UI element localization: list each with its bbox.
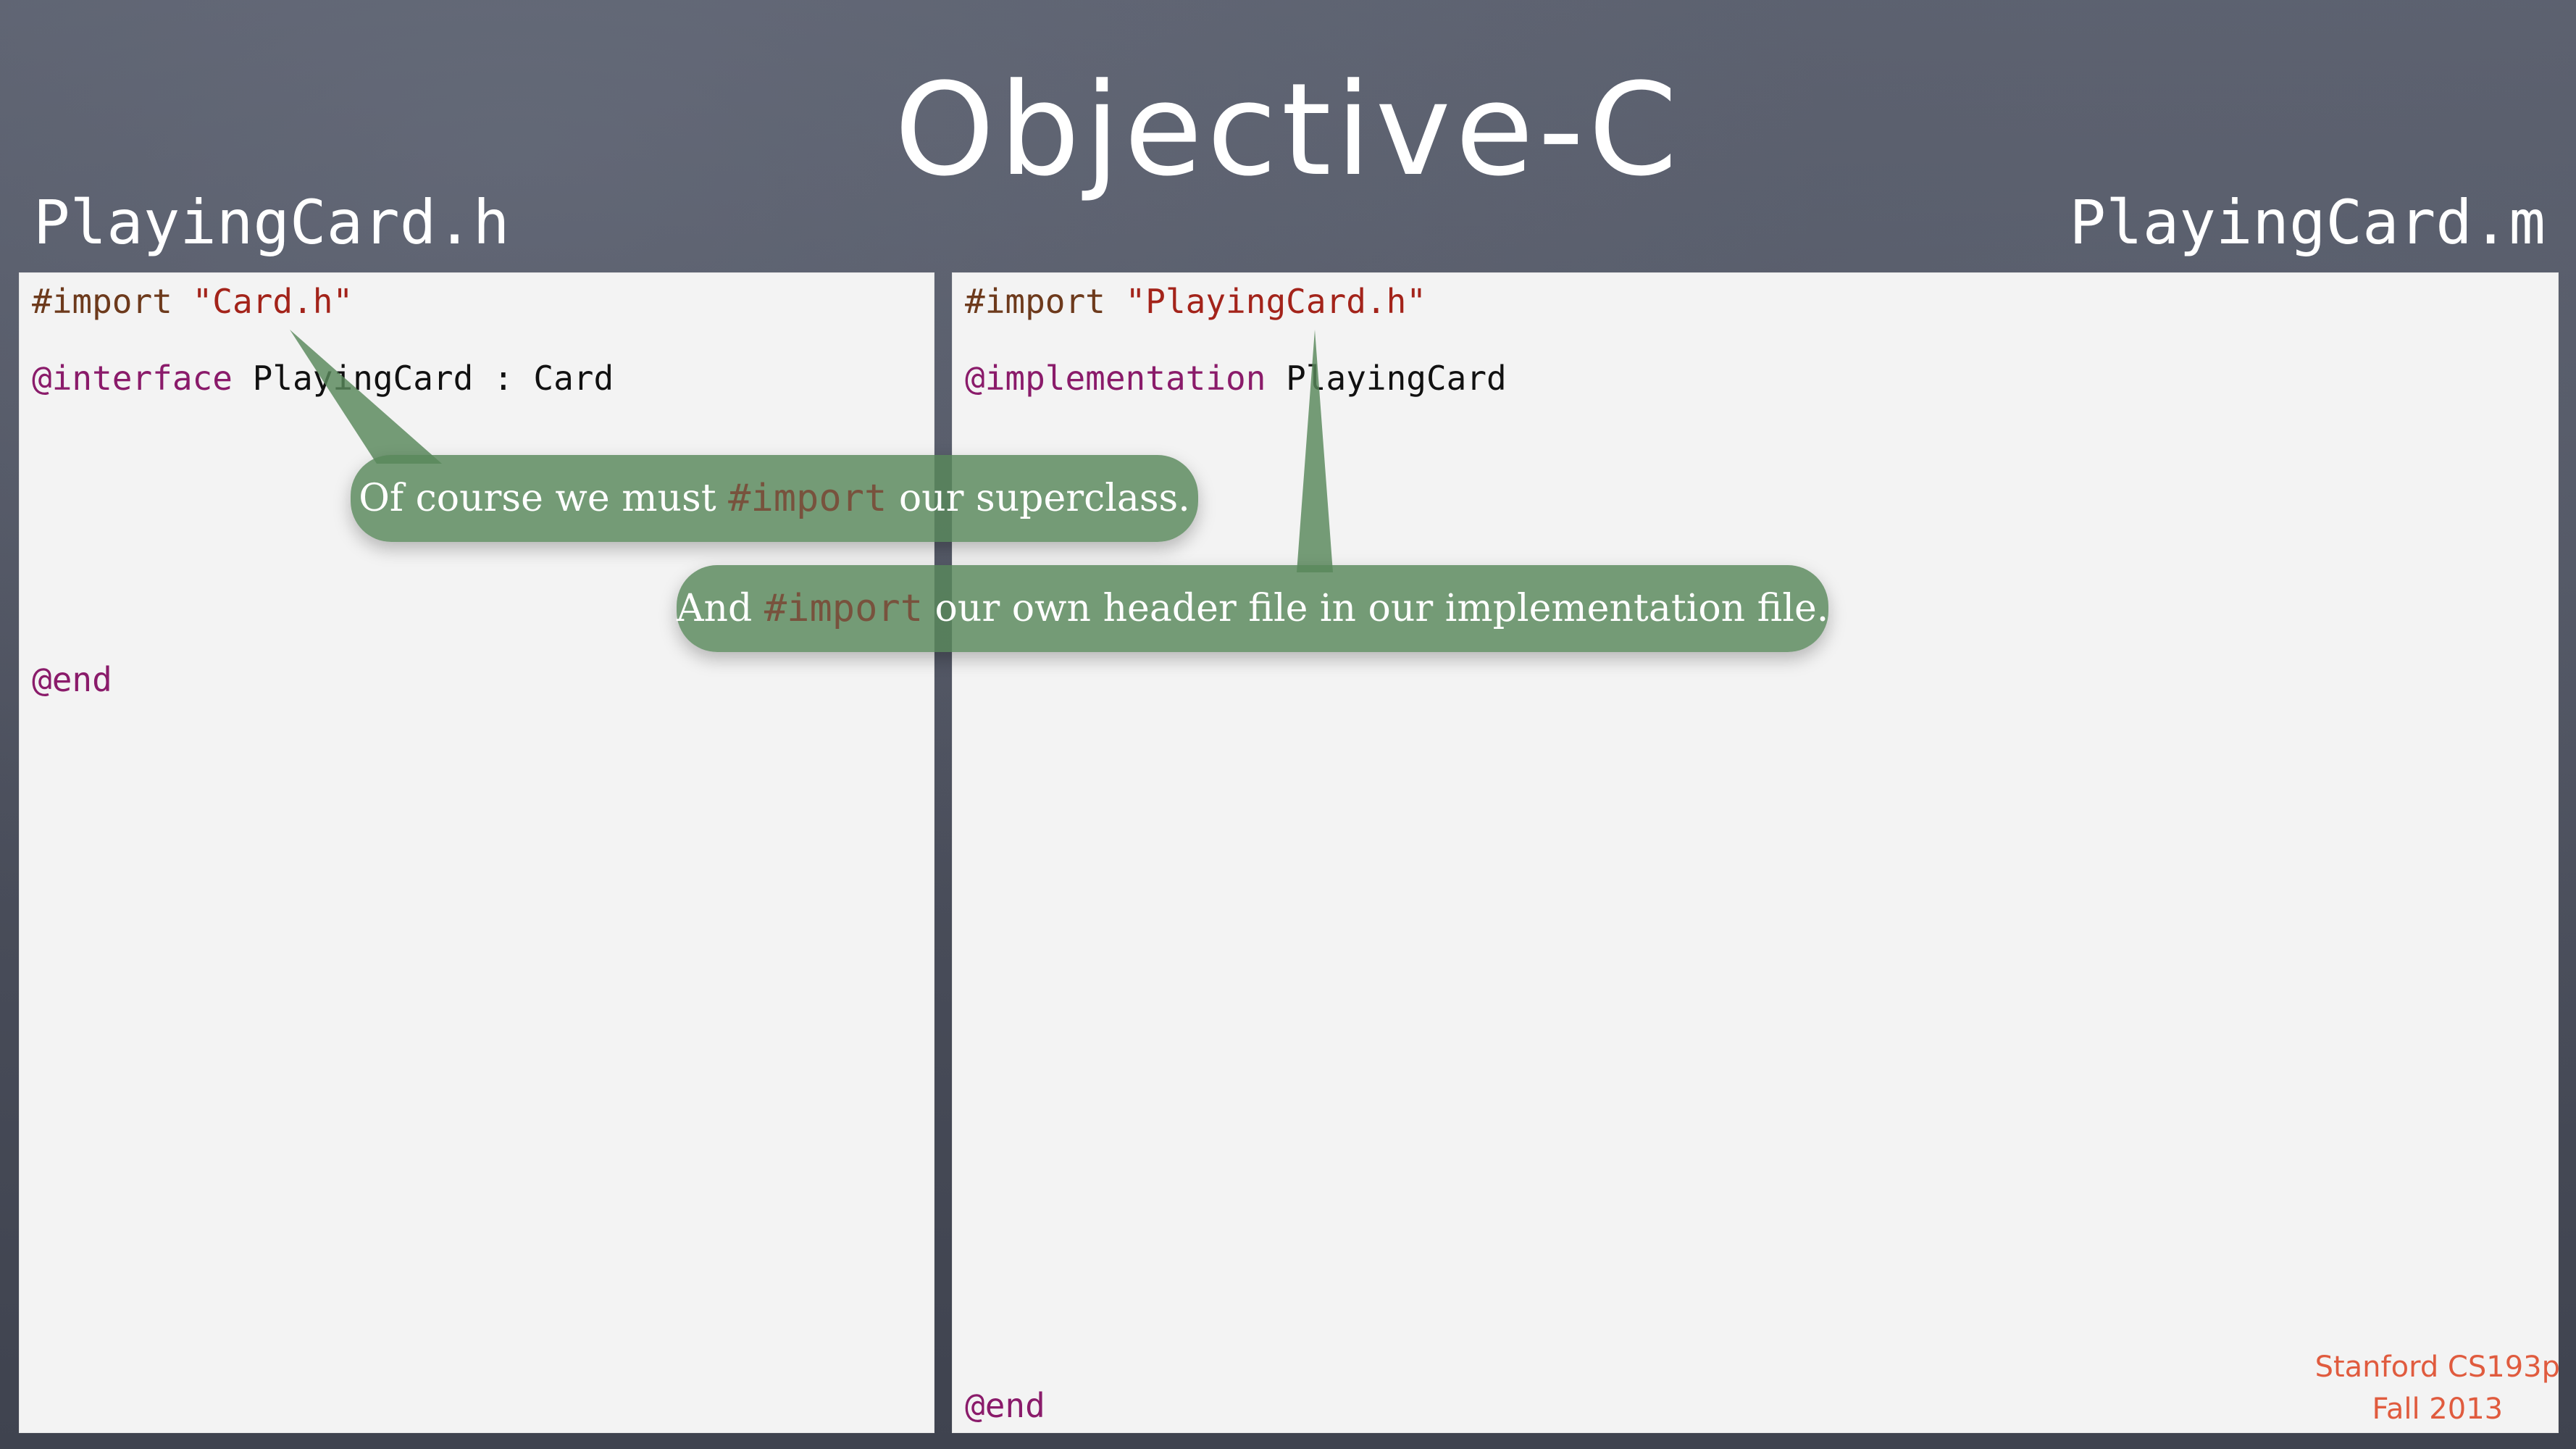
callout-text: Of course we must bbox=[359, 477, 729, 520]
course-credit: Stanford CS193p Fall 2013 bbox=[2315, 1346, 2560, 1430]
import-target: "Card.h" bbox=[192, 282, 354, 321]
own-header-callout-pointer bbox=[1297, 330, 1333, 572]
callout-text: our superclass. bbox=[887, 477, 1190, 520]
implementation-file-panel: #import "PlayingCard.h" @implementation … bbox=[952, 272, 2559, 1433]
implementation-keyword: @implementation bbox=[965, 359, 1266, 398]
superclass-callout: Of course we must #import our superclass… bbox=[351, 455, 1198, 542]
header-import-line: #import "Card.h" bbox=[32, 280, 353, 323]
implementation-end-line: @end bbox=[965, 1384, 1045, 1427]
end-keyword: @end bbox=[32, 660, 112, 699]
implementation-line: @implementation PlayingCard bbox=[965, 356, 1507, 400]
course-name: Stanford CS193p bbox=[2314, 1350, 2560, 1384]
implementation-declaration: PlayingCard bbox=[1266, 359, 1507, 398]
interface-keyword: @interface bbox=[32, 359, 233, 398]
callout-code: #import bbox=[728, 477, 887, 520]
implementation-file-label: PlayingCard.m bbox=[2069, 187, 2546, 258]
slide-title: Objective-C bbox=[894, 56, 1682, 204]
implementation-import-line: #import "PlayingCard.h" bbox=[965, 280, 1426, 323]
superclass-callout-pointer bbox=[290, 330, 442, 464]
callout-text: And bbox=[677, 587, 764, 630]
header-file-label: PlayingCard.h bbox=[33, 187, 510, 258]
import-target: "PlayingCard.h" bbox=[1125, 282, 1426, 321]
course-term: Fall 2013 bbox=[2372, 1392, 2504, 1426]
own-header-callout: And #import our own header file in our i… bbox=[677, 565, 1828, 652]
import-directive: #import bbox=[965, 282, 1105, 321]
end-keyword: @end bbox=[965, 1386, 1045, 1425]
header-end-line: @end bbox=[32, 658, 112, 701]
import-directive: #import bbox=[32, 282, 172, 321]
callout-code: #import bbox=[764, 587, 924, 630]
callout-text: our own header file in our implementatio… bbox=[923, 587, 1829, 630]
interface-declaration: PlayingCard : Card bbox=[232, 359, 614, 398]
interface-line: @interface PlayingCard : Card bbox=[32, 356, 614, 400]
